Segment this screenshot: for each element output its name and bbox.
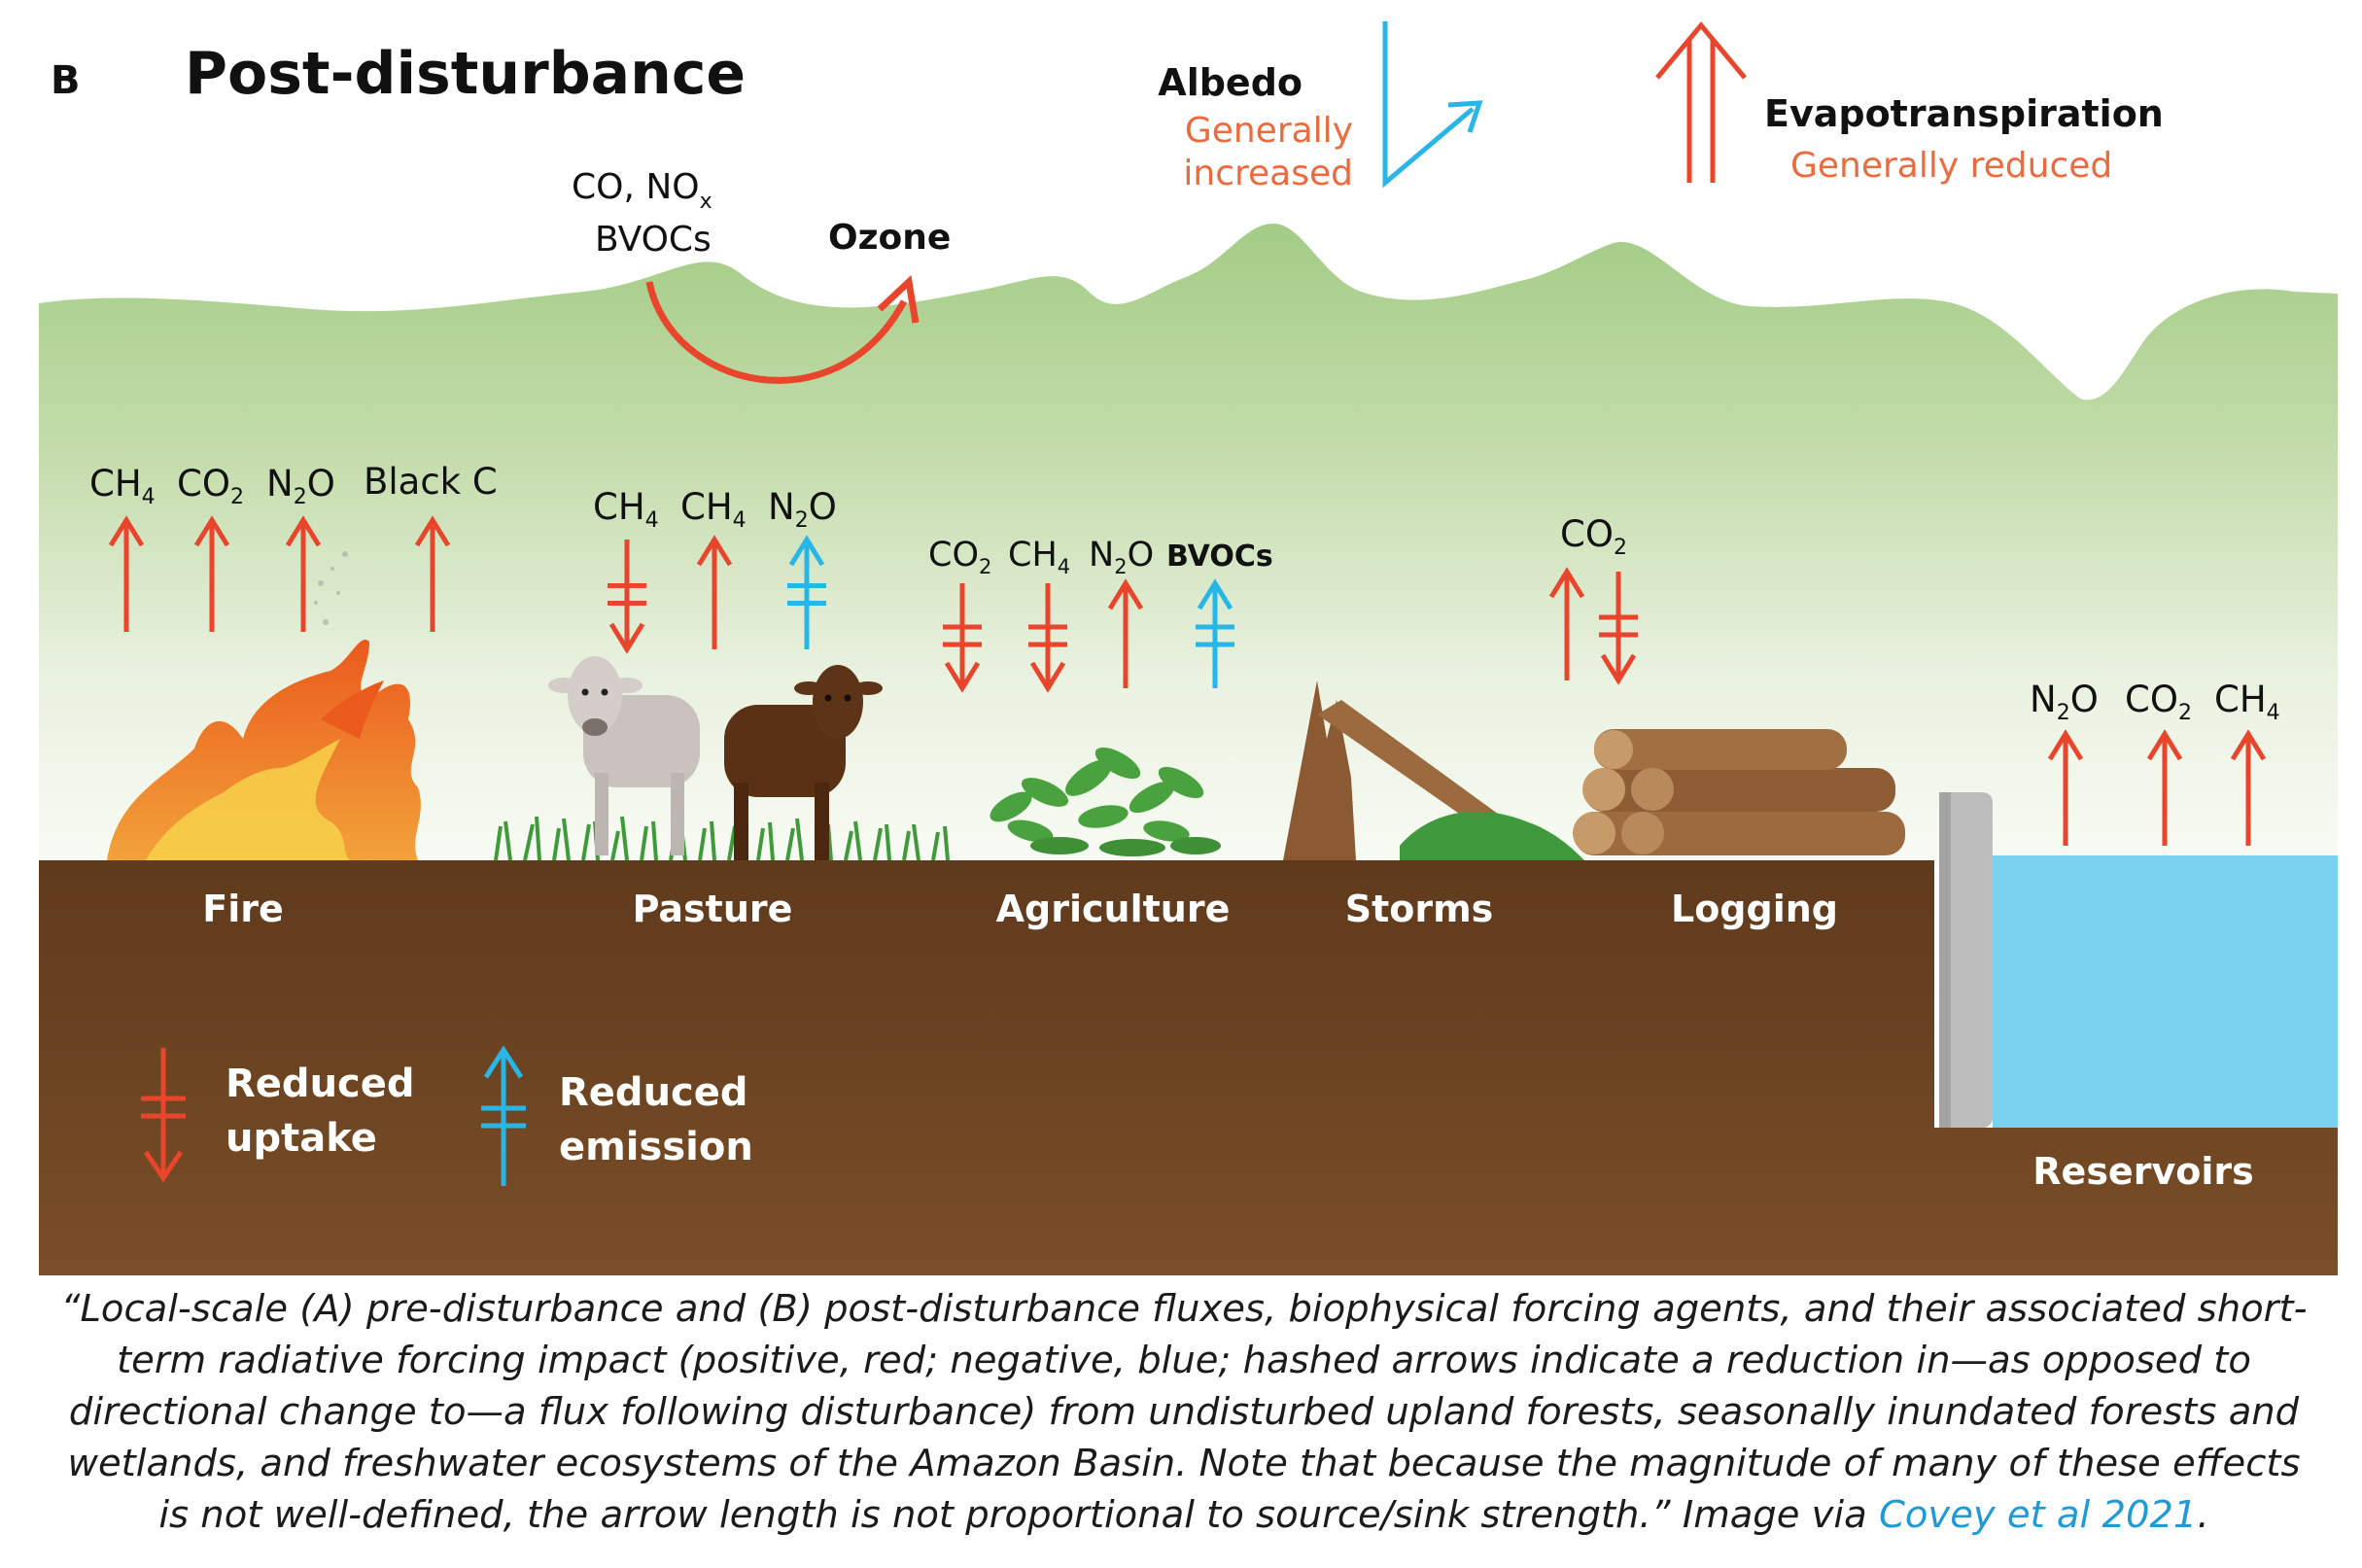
legend-reduced-uptake-line1: Reduced bbox=[226, 1062, 415, 1106]
zone-label-logging: Logging bbox=[1671, 888, 1838, 930]
svg-text:CH4: CH4 bbox=[89, 463, 156, 509]
logging-co2-arrow bbox=[1548, 567, 1585, 680]
caption-line-1: “Local-scale (A) pre-disturbance and (B)… bbox=[60, 1287, 2308, 1331]
svg-text:N2O: N2O bbox=[266, 463, 335, 509]
ozone-conversion-arrow-icon bbox=[645, 281, 908, 384]
citation-link[interactable]: Covey et al 2021 bbox=[1878, 1493, 2198, 1537]
logging-co2-reduced-uptake-arrow bbox=[1599, 572, 1638, 685]
evapotranspiration-note: Generally reduced bbox=[1790, 146, 2112, 186]
zone-label-reservoirs: Reservoirs bbox=[2032, 1150, 2253, 1193]
crop-plants bbox=[990, 747, 1221, 856]
agri-bvocs-reduced-emission-arrow bbox=[1196, 578, 1234, 688]
agri-ch4-reduced-uptake-arrow bbox=[1028, 583, 1067, 693]
zone-label-pasture: Pasture bbox=[633, 888, 793, 930]
caption-line-4: wetlands, and freshwater ecosystems of t… bbox=[67, 1442, 2301, 1485]
soil-ground bbox=[39, 860, 2338, 1275]
legend-reduced-emission-icon bbox=[481, 1045, 526, 1186]
svg-text:CO2: CO2 bbox=[1560, 513, 1627, 560]
reservoir-co2-arrow bbox=[2146, 729, 2183, 846]
svg-text:Black C: Black C bbox=[364, 461, 498, 503]
svg-text:BVOCs: BVOCs bbox=[1166, 540, 1273, 574]
legend-reduced-emission-line2: emission bbox=[559, 1125, 753, 1169]
caption-line-5: is not well-defined, the arrow length is… bbox=[27, 1489, 2341, 1541]
dam-wall bbox=[1939, 792, 1993, 1128]
svg-text:CO2: CO2 bbox=[2125, 679, 2192, 725]
panel-letter: B bbox=[51, 58, 81, 103]
legend-reduced-uptake-icon bbox=[141, 1048, 186, 1183]
svg-text:N2O: N2O bbox=[2030, 679, 2099, 725]
svg-text:CO2: CO2 bbox=[177, 463, 244, 509]
pasture-ch4-reduced-uptake-arrow bbox=[608, 540, 646, 654]
albedo-note-line1: Generally bbox=[1185, 111, 1353, 151]
zone-label-agriculture: Agriculture bbox=[996, 888, 1231, 930]
svg-text:CH4: CH4 bbox=[1008, 536, 1070, 578]
ozone-product-label: Ozone bbox=[828, 218, 951, 258]
reservoir-n2o-arrow bbox=[2047, 729, 2084, 846]
fire-n2o-arrow bbox=[285, 515, 322, 632]
svg-text:N2O: N2O bbox=[768, 486, 837, 533]
diagram-title: Post-disturbance bbox=[185, 40, 746, 108]
log-pile bbox=[1573, 729, 1905, 855]
reservoir-ch4-arrow bbox=[2230, 729, 2267, 846]
caption-line-2: term radiative forcing impact (positive,… bbox=[117, 1339, 2251, 1382]
reservoir-gas-labels: N2O CO2 CH4 bbox=[2030, 679, 2280, 725]
flux-arrows bbox=[108, 515, 2267, 846]
caption-line-3: directional change to—a flux following d… bbox=[68, 1390, 2300, 1434]
reservoir-water bbox=[1993, 855, 2338, 1128]
agri-n2o-arrow bbox=[1107, 578, 1144, 688]
ozone-precursors-line2: BVOCs bbox=[595, 220, 712, 260]
svg-text:N2O: N2O bbox=[1089, 536, 1154, 578]
caption-line-5-text: is not well-defined, the arrow length is… bbox=[158, 1493, 1879, 1537]
fire-flames bbox=[107, 639, 421, 860]
diagram-scene: B Post-disturbance Albedo Generally incr… bbox=[39, 21, 2338, 1275]
brown-cow bbox=[724, 665, 883, 860]
broken-tree bbox=[1283, 680, 1584, 860]
fire-gas-labels: CH4 CO2 N2O Black C bbox=[89, 461, 498, 509]
fire-black-carbon-arrow bbox=[414, 515, 451, 632]
logging-gas-labels: CO2 bbox=[1560, 513, 1627, 560]
pasture-ch4-arrow bbox=[696, 535, 733, 649]
ozone-precursors-line1: CO, NOx bbox=[572, 167, 712, 214]
albedo-arrow-icon bbox=[1382, 21, 1475, 189]
agriculture-gas-labels: CO2 CH4 N2O BVOCs bbox=[928, 536, 1273, 578]
zone-label-storms: Storms bbox=[1345, 888, 1494, 930]
agri-co2-reduced-uptake-arrow bbox=[943, 583, 982, 693]
svg-text:CH4: CH4 bbox=[680, 486, 747, 533]
light-cow bbox=[548, 656, 700, 855]
legend-reduced-uptake-line2: uptake bbox=[226, 1116, 377, 1161]
albedo-note-line2: increased bbox=[1183, 154, 1353, 193]
zone-label-fire: Fire bbox=[202, 888, 284, 930]
evapotranspiration-arrow-icon bbox=[1655, 21, 1747, 183]
fire-co2-arrow bbox=[193, 515, 230, 632]
evapotranspiration-label: Evapotranspiration bbox=[1764, 92, 2164, 135]
pasture-n2o-reduced-emission-arrow bbox=[787, 535, 826, 649]
albedo-label: Albedo bbox=[1158, 61, 1303, 104]
pasture-gas-labels: CH4 CH4 N2O bbox=[593, 486, 837, 533]
fire-ch4-arrow bbox=[108, 515, 145, 632]
svg-text:CH4: CH4 bbox=[2214, 679, 2280, 725]
legend-reduced-emission-line1: Reduced bbox=[559, 1070, 748, 1115]
svg-text:CH4: CH4 bbox=[593, 486, 659, 533]
svg-text:CO2: CO2 bbox=[928, 536, 991, 578]
figure-caption: “Local-scale (A) pre-disturbance and (B)… bbox=[27, 1283, 2341, 1541]
caption-line-5-end: . bbox=[2197, 1493, 2209, 1537]
